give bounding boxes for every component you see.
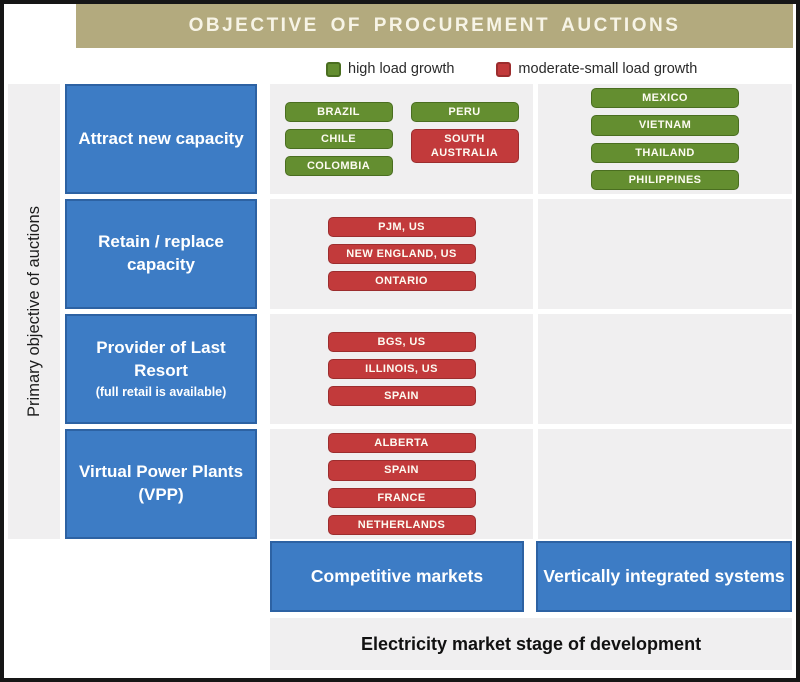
pill-groups: PJM, US NEW ENGLAND, US ONTARIO	[327, 216, 476, 292]
pill-pjm-us: PJM, US	[327, 216, 476, 237]
pill-stack: PERU SOUTH AUSTRALIA	[410, 101, 519, 164]
y-axis-strip: Primary objective of auctions	[8, 84, 60, 539]
pill-stack: BGS, US ILLINOIS, US SPAIN	[327, 331, 476, 407]
pill-illinois-us: ILLINOIS, US	[327, 358, 476, 380]
x-axis-label: Electricity market stage of development	[270, 618, 792, 670]
pill-groups: BRAZIL CHILE COLOMBIA PERU SOUTH AUSTRALIA	[284, 101, 519, 177]
legend-item-moderate-small-load-growth: moderate-small load growth	[496, 61, 697, 77]
pill-groups: BGS, US ILLINOIS, US SPAIN	[327, 331, 476, 407]
pill-new-england-us: NEW ENGLAND, US	[327, 243, 476, 265]
moderate-small-load-growth-swatch-icon	[496, 61, 512, 77]
y-axis-label: Primary objective of auctions	[24, 206, 43, 417]
pill-groups: ALBERTA SPAIN FRANCE NETHERLANDS	[327, 432, 476, 536]
pill-stack: PJM, US NEW ENGLAND, US ONTARIO	[327, 216, 476, 292]
pill-stack: MEXICO VIETNAM THAILAND PHILIPPINES	[591, 87, 739, 191]
cell-competitive-row-4: ALBERTA SPAIN FRANCE NETHERLANDS	[270, 429, 533, 539]
pill-peru: PERU	[410, 101, 519, 122]
pill-chile: CHILE	[284, 128, 393, 150]
cell-integrated-row-4	[538, 429, 792, 539]
legend-label-high: high load growth	[348, 61, 455, 77]
pill-bgs-us: BGS, US	[327, 331, 476, 352]
pill-ontario: ONTARIO	[327, 271, 476, 292]
pill-spain: SPAIN	[327, 386, 476, 407]
cell-integrated-row-3	[538, 314, 792, 424]
pill-spain: SPAIN	[327, 460, 476, 481]
row-header-text: Retain / replace	[98, 232, 224, 252]
row-header-text: (VPP)	[138, 485, 184, 504]
cell-integrated-row-1: MEXICO VIETNAM THAILAND PHILIPPINES	[538, 84, 792, 194]
pill-alberta: ALBERTA	[327, 432, 476, 454]
row-header-text: Provider of Last	[96, 338, 226, 358]
row-header-text: Resort	[134, 361, 188, 381]
pill-philippines: PHILIPPINES	[591, 169, 739, 191]
row-header-attract-new-capacity: Attract new capacity	[65, 84, 257, 194]
cell-competitive-row-3: BGS, US ILLINOIS, US SPAIN	[270, 314, 533, 424]
pill-brazil: BRAZIL	[284, 101, 393, 122]
page-title: OBJECTIVE OF PROCUREMENT AUCTIONS	[76, 4, 793, 48]
high-load-growth-swatch-icon	[326, 61, 341, 77]
pill-thailand: THAILAND	[591, 142, 739, 163]
cell-competitive-row-1: BRAZIL CHILE COLOMBIA PERU SOUTH AUSTRALIA	[270, 84, 533, 194]
pill-colombia: COLOMBIA	[284, 156, 393, 177]
row-header-subtext: (full retail is available)	[95, 385, 227, 399]
pill-vietnam: VIETNAM	[591, 115, 739, 136]
matrix-grid: Attract new capacity BRAZIL CHILE COLOMBIA P…	[65, 84, 792, 539]
legend-label-moderate: moderate-small load growth	[518, 61, 698, 77]
pill-netherlands: NETHERLANDS	[327, 514, 476, 536]
legend-item-high-load-growth: high load growth	[326, 61, 454, 77]
row-header-retain-replace-capacity: Retain / replace capacity	[65, 199, 257, 309]
pill-stack: BRAZIL CHILE COLOMBIA	[284, 101, 393, 177]
pill-south-australia: SOUTH AUSTRALIA	[410, 128, 519, 164]
pill-france: FRANCE	[327, 487, 476, 508]
column-header-competitive-markets: Competitive markets	[270, 541, 524, 612]
cell-integrated-row-2	[538, 199, 792, 309]
pill-stack: ALBERTA SPAIN FRANCE NETHERLANDS	[327, 432, 476, 536]
row-header-text: Attract new capacity	[78, 128, 244, 148]
cell-competitive-row-2: PJM, US NEW ENGLAND, US ONTARIO	[270, 199, 533, 309]
row-header-virtual-power-plants-vpp: Virtual Power Plants (VPP)	[65, 429, 257, 539]
row-header-text: capacity	[126, 255, 196, 274]
pill-mexico: MEXICO	[591, 87, 739, 109]
column-header-vertically-integrated-systems: Vertically integrated systems	[536, 541, 792, 612]
row-header-text: Virtual Power Plants	[78, 462, 244, 482]
legend: high load growth moderate-small load gro…	[326, 59, 697, 79]
